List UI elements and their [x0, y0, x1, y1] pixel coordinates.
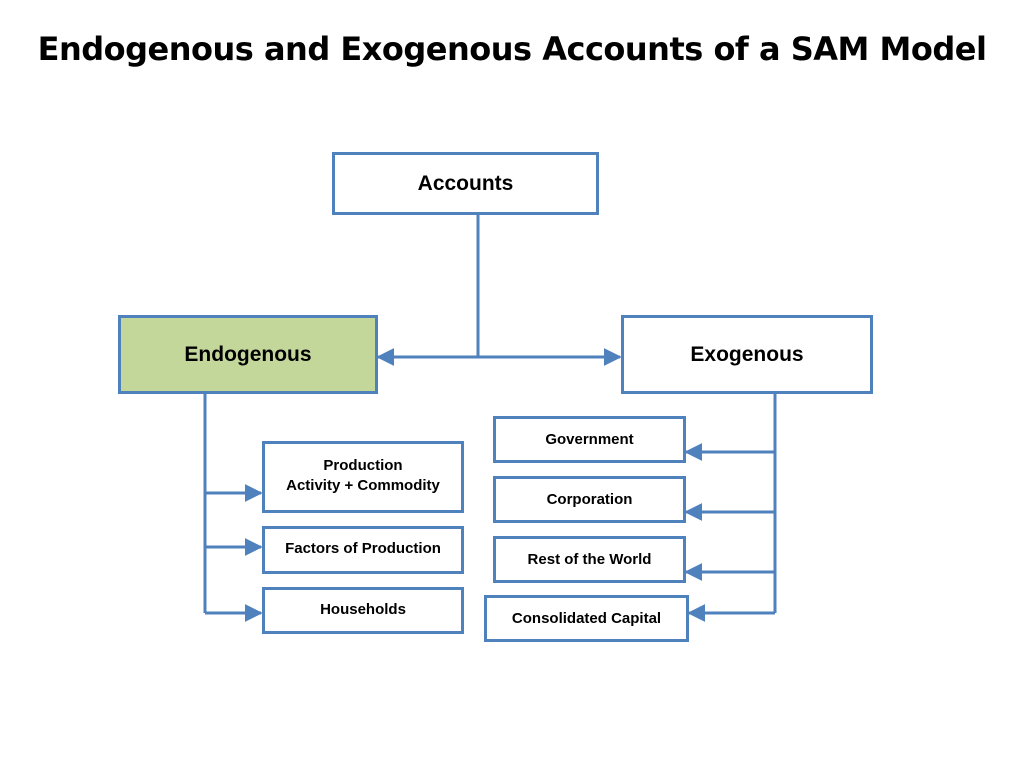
consolidated-capital-box: Consolidated Capital: [484, 595, 689, 642]
households-box: Households: [262, 587, 464, 634]
production-label-line1: Production: [323, 457, 403, 474]
accounts-box: Accounts: [332, 152, 599, 215]
rest-of-the-world-box: Rest of the World: [493, 536, 686, 583]
government-box: Government: [493, 416, 686, 463]
production-label-line2: Activity + Commodity: [286, 476, 440, 494]
government-label: Government: [545, 430, 634, 448]
factors-of-production-label: Factors of Production: [285, 540, 441, 557]
corporation-label: Corporation: [546, 490, 633, 508]
endogenous-label: Endogenous: [184, 342, 312, 366]
corporation-box: Corporation: [493, 476, 686, 523]
endogenous-box: Endogenous: [118, 315, 378, 394]
exogenous-box: Exogenous: [621, 315, 873, 394]
exogenous-label: Exogenous: [690, 342, 804, 366]
households-label: Households: [320, 601, 406, 618]
page-title: Endogenous and Exogenous Accounts of a S…: [37, 30, 987, 68]
accounts-label: Accounts: [417, 171, 514, 195]
production-box: Production Activity + Commodity: [262, 441, 464, 513]
rest-of-the-world-label: Rest of the World: [527, 550, 652, 568]
factors-of-production-box: Factors of Production: [262, 526, 464, 574]
consolidated-capital-label: Consolidated Capital: [511, 609, 662, 627]
